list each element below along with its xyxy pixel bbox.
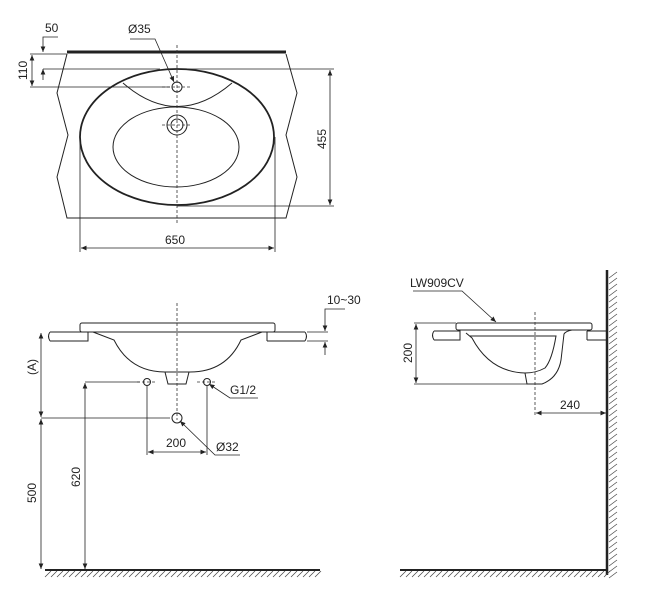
basin-profile [465, 329, 573, 385]
countertop-outline [56, 53, 298, 219]
wall-hatch [608, 271, 618, 579]
basin-rim [455, 322, 593, 331]
dim-620-label: 620 [69, 467, 83, 487]
top-view: 50 110 Ø35 455 650 [16, 21, 334, 252]
dim-240-label: 240 [560, 398, 580, 412]
dim-50-label: 50 [45, 21, 59, 35]
basin-bowl-profile [92, 331, 263, 373]
dim-a-label: (A) [25, 359, 39, 375]
countertop-right [586, 330, 607, 341]
floor-hatch [399, 570, 611, 578]
dim-35-leader [130, 38, 175, 83]
dim-650-label: 650 [165, 233, 185, 247]
faucet-deck [122, 82, 233, 107]
countertop-left [432, 330, 461, 341]
g12-label: G1/2 [230, 383, 256, 397]
dim-500-label: 500 [25, 483, 39, 503]
dim-32-label: Ø32 [216, 440, 239, 454]
dim-200-label: 200 [401, 343, 415, 363]
dim-10-30-label: 10~30 [327, 293, 361, 307]
floor-hatch [44, 570, 322, 578]
side-view: 200 240 LW909CV [399, 270, 618, 579]
basin-inner-profile [470, 335, 557, 374]
dim-200-label: 200 [166, 436, 186, 450]
front-view: 10~30 (A) 500 620 200 G1/2 Ø32 [25, 293, 361, 578]
countertop-right [266, 331, 307, 342]
dim-50-leader [40, 36, 58, 52]
drain-outlet [171, 412, 183, 424]
dim-35-label: Ø35 [128, 22, 151, 36]
dim-110-label: 110 [16, 61, 30, 80]
model-label: LW909CV [410, 276, 464, 290]
countertop-left [48, 331, 89, 342]
basin-rim [79, 322, 276, 333]
dim-455-label: 455 [315, 129, 329, 149]
